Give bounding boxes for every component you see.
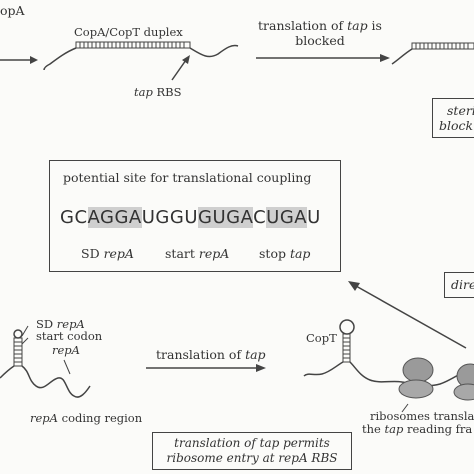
copt-label: CopT [306, 331, 337, 345]
copa-copt-duplex-drawing [43, 41, 239, 71]
blocked-label-line2: blocked [295, 33, 345, 48]
sd-bottom-gene: repA [56, 317, 85, 331]
sd-label-gene: repA [103, 246, 134, 261]
translational-coupling-box: potential site for translational couplin… [49, 160, 341, 272]
ribosome-entry-line2: ribosome entry at repA RBS [166, 451, 338, 465]
tap-rbs-label: tap RBS [134, 86, 182, 99]
ribosomes-label-line1: ribosomes transla [370, 409, 474, 423]
diagonal-arrow [348, 281, 467, 349]
duplex-label: CopA/CopT duplex [74, 25, 183, 39]
ribosome-entry-box: translation of tap permits ribosome entr… [152, 432, 352, 470]
ribosomes-line2-prefix: the [362, 422, 385, 436]
translation-tap-label: translation of tap [156, 348, 266, 361]
top-left-label: opA [0, 3, 25, 18]
steric-block-line2: block [439, 118, 474, 133]
coupling-sequence: GCAGGAUGGUGUGACUGAU [60, 207, 321, 228]
stop-label-gene: tap [289, 246, 311, 261]
ribosomes-line2-gene: tap [384, 422, 404, 436]
sd-label-prefix: SD [81, 246, 104, 261]
start-label-prefix: start [165, 246, 199, 261]
ribosomes-label-line2: the tap reading fra [362, 423, 472, 436]
seq-segment: UGA [266, 207, 308, 228]
repa-hairpin-drawing [0, 325, 91, 398]
translation-tap-gene: tap [245, 347, 266, 362]
bottom-middle-arrow [146, 364, 266, 372]
tap-rbs-suffix: RBS [152, 85, 182, 99]
stop-label-prefix: stop [259, 246, 290, 261]
direct-box: dire [444, 272, 474, 298]
top-middle-arrow [256, 54, 390, 62]
coding-region-label: repA coding region [30, 412, 142, 425]
top-left-arrow [0, 56, 38, 64]
steric-block-box: steri block [432, 98, 474, 138]
translation-tap-prefix: translation of [156, 347, 246, 362]
translation-blocked-label: translation of tap is blocked [258, 18, 382, 48]
start-codon-gene: repA [52, 343, 80, 357]
seq-segment: GUGA [198, 207, 254, 228]
start-label-gene: repA [198, 246, 230, 261]
stop-tap-label: stop tap [259, 246, 310, 261]
seq-segment: UGGU [141, 207, 198, 228]
top-right-duplex-drawing [391, 42, 474, 65]
sd-repa-label: SD repA [81, 246, 134, 261]
start-repa-label: start repA [165, 246, 229, 261]
sd-bottom-prefix: SD [36, 317, 57, 331]
coupling-title: potential site for translational couplin… [63, 170, 312, 185]
sd-repa-bottom-label: SD repA [36, 318, 85, 331]
coding-region-suffix: coding region [57, 411, 143, 425]
seq-segment: AGGA [87, 207, 142, 228]
steric-block-line1: steri [447, 103, 474, 118]
direct-box-label: dire [451, 277, 474, 292]
seq-segment: U [307, 207, 321, 228]
coding-region-gene: repA [30, 411, 58, 425]
seq-segment: GC [60, 207, 88, 228]
blocked-label-pre: translation of [258, 18, 348, 33]
start-codon-label: start codon [36, 329, 103, 343]
seq-segment: C [253, 207, 267, 228]
copt-ribosome-drawing [303, 319, 474, 413]
tap-rbs-pointer [171, 55, 190, 81]
tap-rbs-gene: tap [134, 85, 153, 99]
ribosome-entry-line1: translation of tap permits [174, 436, 330, 450]
blocked-label-post: is [367, 18, 382, 33]
ribosomes-line2-suffix: reading fra [403, 422, 473, 436]
blocked-label-gene: tap [347, 18, 368, 33]
